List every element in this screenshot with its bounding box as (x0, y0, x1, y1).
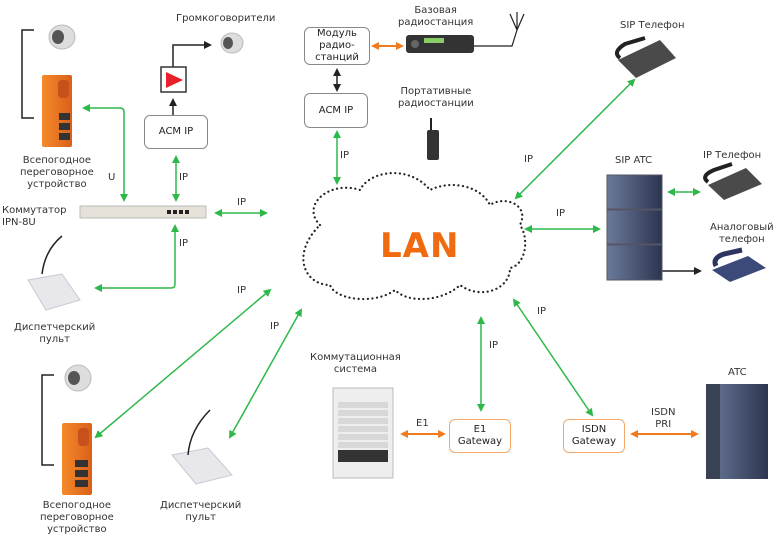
switching-system-label: Коммутационная система (310, 352, 401, 375)
acm-ip-box-top: ACM IP (304, 93, 368, 128)
link-label-u: U (108, 172, 116, 183)
sip-phone-icon (614, 36, 676, 78)
base-radio-station-icon (406, 12, 525, 53)
link-label-ip-dispatch: IP (270, 321, 279, 332)
link-label-e1: E1 (416, 418, 429, 429)
switch-label: Коммутатор IPN-8U (2, 205, 67, 228)
dispatcher-console-icon-top (27, 235, 81, 311)
lan-label: LAN (380, 226, 460, 266)
link-label-ip-switch: IP (237, 197, 246, 208)
switching-system-icon (332, 387, 394, 479)
intercom-top-label: Всепогодное переговорное устройство (20, 155, 94, 190)
e1-gateway-box: E1 Gateway (449, 419, 511, 453)
link-label-ip-e1: IP (489, 340, 498, 351)
portable-radios-label: Портативные радиостанции (398, 86, 474, 109)
sip-phone-label: SIP Телефон (620, 20, 685, 31)
lan-cloud (302, 172, 527, 301)
link-label-ip-acm-top: IP (340, 150, 349, 161)
intercom-device-icon-bottom (62, 423, 92, 495)
analog-phone-icon (712, 247, 766, 282)
loudspeakers-label: Громкоговорители (176, 13, 276, 24)
loudspeaker-icon-top-left (48, 24, 76, 50)
atc-label: ATC (728, 367, 747, 378)
dispatcher-console-icon-bottom (171, 409, 233, 485)
switch-ipn8u-icon (79, 205, 207, 219)
loudspeaker-icon-top (220, 32, 244, 54)
acm-ip-box-left: ACM IP (144, 115, 208, 149)
ip-phone-icon (703, 162, 762, 200)
ip-phone-label: IP Телефон (703, 150, 762, 161)
loudspeaker-icon-bottom-left (64, 364, 92, 392)
sip-atc-label: SIP ATC (615, 155, 653, 166)
intercom-device-icon-top (42, 75, 72, 147)
link-label-isdn-pri: ISDN PRI (651, 407, 676, 430)
link-label-ip-sip-atc: IP (556, 208, 565, 219)
link-label-ip-sip-phone: IP (524, 154, 533, 165)
base-station-label: Базовая радиостанция (398, 5, 474, 28)
sip-atc-icon (606, 174, 663, 281)
radio-module-box: Модуль радио- станций (304, 27, 370, 65)
link-label-ip-console: IP (179, 238, 188, 249)
atc-icon (706, 384, 768, 479)
link-label-ip-isdn: IP (537, 306, 546, 317)
portable-radio-icon (427, 118, 439, 160)
dispatch-top-label: Диспетчерский пульт (14, 322, 96, 345)
amplifier-icon (160, 66, 187, 93)
dispatch-bottom-label: Диспетчерский пульт (160, 500, 242, 523)
link-label-ip-intercom: IP (237, 285, 246, 296)
analog-phone-label: Аналоговый телефон (710, 222, 774, 245)
link-label-ip-acm: IP (179, 172, 188, 183)
intercom-bottom-label: Всепогодное переговорное устройство (40, 500, 114, 535)
isdn-gateway-box: ISDN Gateway (563, 419, 625, 453)
